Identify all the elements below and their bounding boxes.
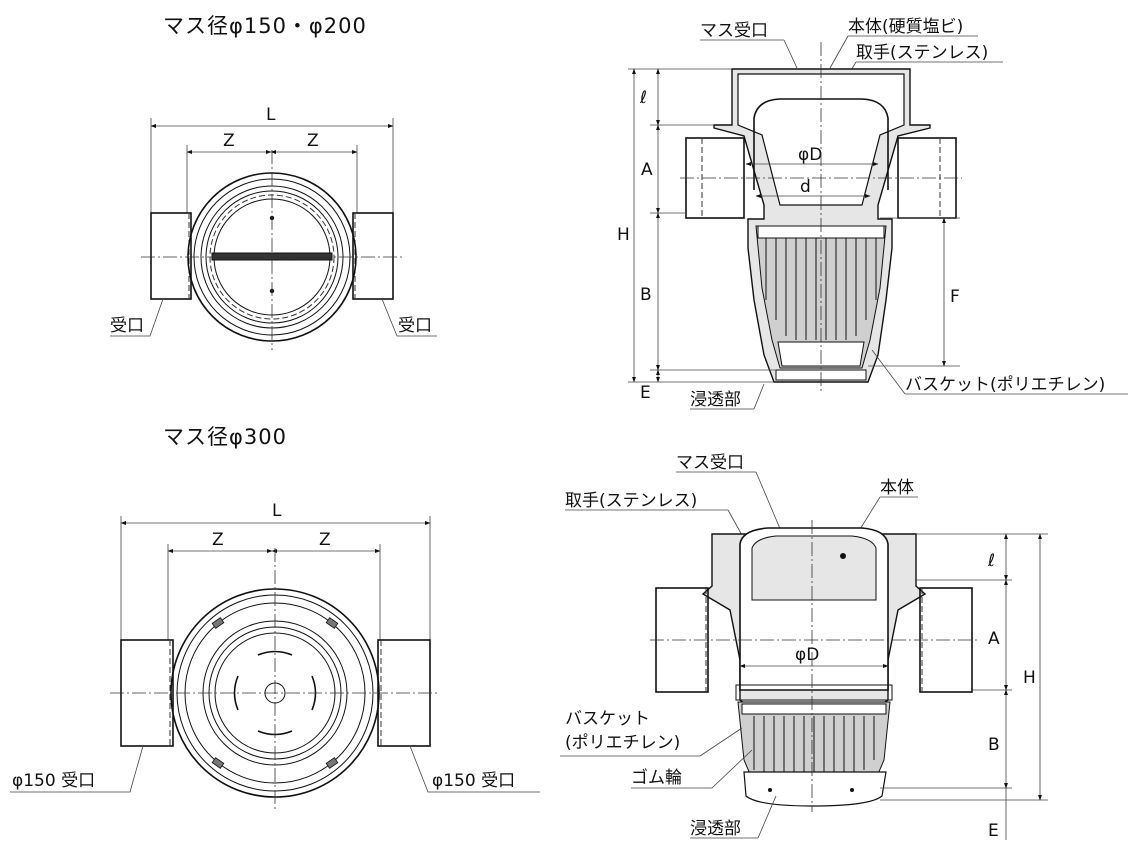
dim-A-bottom: A <box>988 629 1000 649</box>
label-body-top: 本体(硬質塩ビ) <box>848 17 963 37</box>
bottom-section-view: マス受口 取手(ステンレス) 本体 <box>560 453 1048 841</box>
label-body-bottom: 本体 <box>880 478 914 498</box>
label-inlet-left-bottom: φ150 受口 <box>12 771 95 791</box>
dim-E-top: E <box>640 383 651 403</box>
label-permeable-bottom: 浸透部 <box>690 819 741 839</box>
dim-H-top: H <box>617 225 630 245</box>
dim-H-bottom: H <box>1023 668 1036 688</box>
top-section-view: マス受口 本体(硬質塩ビ) 取手(ステンレス) <box>617 17 1128 410</box>
dim-Z1-label: Z <box>223 131 235 151</box>
label-mass-inlet-top: マス受口 <box>700 21 768 41</box>
label-handle-bottom: 取手(ステンレス) <box>565 491 697 511</box>
label-basket-bottom-1: バスケット <box>565 709 650 729</box>
label-inlet-left-top: 受口 <box>110 316 144 336</box>
dim-l-bottom: ℓ <box>987 551 995 571</box>
dim-Z1-bottom: Z <box>212 530 224 550</box>
dim-B-top: B <box>640 285 652 305</box>
dim-Z2-bottom: Z <box>319 530 331 550</box>
title-bottom: マス径φ300 <box>163 425 287 449</box>
dim-Z2-label: Z <box>307 131 319 151</box>
label-basket-top: バスケット(ポリエチレン) <box>905 375 1105 395</box>
bottom-plan-view: L Z Z φ150 受口 φ150 受口 <box>10 501 540 812</box>
title-top: マス径φ150・φ200 <box>163 14 367 38</box>
dim-L-bottom: L <box>272 501 282 521</box>
label-inlet-right-bottom: φ150 受口 <box>432 771 515 791</box>
dim-E-bottom: E <box>988 821 999 841</box>
dim-d-top: d <box>800 177 811 197</box>
dim-F-top: F <box>950 287 960 307</box>
label-handle-top: 取手(ステンレス) <box>856 43 988 63</box>
dim-phiD-top: φD <box>798 145 822 165</box>
label-gomu-bottom: ゴム輪 <box>631 767 682 788</box>
top-plan-view: L Z Z 受口 受口 <box>110 105 437 350</box>
label-inlet-right-top: 受口 <box>398 316 432 336</box>
label-permeable-top: 浸透部 <box>690 390 741 410</box>
dim-A-top: A <box>641 160 653 180</box>
label-basket-bottom-2: (ポリエチレン) <box>565 733 680 753</box>
dim-phiD-bottom: φD <box>795 645 819 665</box>
dim-l-top: ℓ <box>639 88 647 108</box>
label-mass-inlet-bottom: マス受口 <box>676 453 744 473</box>
dim-L-label: L <box>266 105 276 125</box>
dim-B-bottom: B <box>988 735 1000 755</box>
